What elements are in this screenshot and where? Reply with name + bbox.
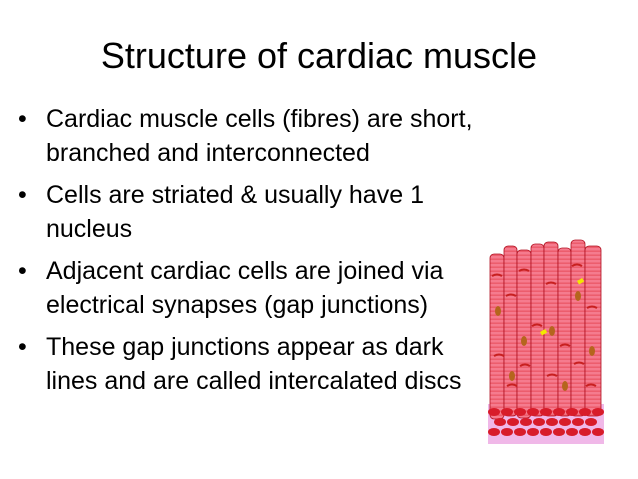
intercalated-disc	[518, 268, 530, 272]
nucleus	[589, 346, 595, 356]
bullet-marker: •	[18, 257, 27, 285]
intercalated-disc	[506, 383, 518, 387]
fiber-cross-section	[494, 418, 506, 426]
fiber-cross-section	[572, 418, 584, 426]
slide-title: Structure of cardiac muscle	[100, 35, 538, 76]
nucleus	[509, 371, 515, 381]
intercalated-disc	[505, 293, 517, 297]
nucleus	[575, 291, 581, 301]
bullet-item: • Cardiac muscle cells (fibres) are shor…	[14, 102, 474, 170]
bullet-item: • These gap junctions appear as dark lin…	[14, 330, 474, 398]
nucleus	[521, 336, 527, 346]
gap-junction	[577, 278, 585, 285]
intercalated-disc	[519, 363, 531, 367]
fiber-cross-section	[507, 418, 519, 426]
muscle-fiber	[489, 253, 505, 420]
muscle-fiber	[516, 249, 532, 419]
fiber-cross-section	[501, 408, 513, 416]
muscle-fiber	[503, 245, 518, 417]
fiber-cross-section	[553, 428, 565, 436]
fiber-cross-section	[488, 428, 500, 436]
fiber-cross-section	[540, 428, 552, 436]
fiber-cross-section	[579, 408, 591, 416]
intercalated-disc	[571, 263, 583, 267]
intercalated-disc	[493, 353, 505, 357]
fiber-cross-section	[527, 408, 539, 416]
muscle-fiber	[584, 245, 602, 417]
cardiac-muscle-illustration-icon	[488, 239, 604, 444]
fiber-cross-section	[553, 408, 565, 416]
fiber-cross-section	[566, 428, 578, 436]
bullet-text: These gap junctions appear as dark lines…	[46, 333, 462, 395]
bullet-marker: •	[18, 105, 27, 133]
nucleus	[562, 381, 568, 391]
bullet-list: • Cardiac muscle cells (fibres) are shor…	[14, 102, 474, 406]
bullet-text: Cells are striated & usually have 1 nucl…	[46, 181, 424, 243]
nucleus	[549, 326, 555, 336]
intercalated-disc	[573, 361, 585, 365]
muscle-fiber	[530, 243, 545, 417]
nucleus	[495, 306, 501, 316]
bullet-marker: •	[18, 333, 27, 361]
intercalated-disc	[491, 273, 503, 277]
bullet-marker: •	[18, 181, 27, 209]
fiber-cross-section	[585, 418, 597, 426]
gap-junction	[540, 329, 548, 336]
fiber-cross-section	[514, 408, 526, 416]
bullet-text: Cardiac muscle cells (fibres) are short,…	[46, 105, 473, 167]
fiber-cross-section	[559, 418, 571, 426]
fiber-cross-section	[488, 408, 500, 416]
fiber-cross-section	[527, 428, 539, 436]
fiber-cross-section	[540, 408, 552, 416]
intercalated-disc	[559, 343, 571, 347]
fiber-cross-section	[579, 428, 591, 436]
bullet-text: Adjacent cardiac cells are joined via el…	[46, 257, 444, 319]
fiber-cross-section	[514, 428, 526, 436]
intercalated-disc	[531, 323, 543, 327]
intercalated-disc	[546, 373, 558, 377]
bullet-item: • Cells are striated & usually have 1 nu…	[14, 178, 474, 246]
fiber-cross-section	[533, 418, 545, 426]
fiber-cross-section	[592, 428, 604, 436]
bullet-item: • Adjacent cardiac cells are joined via …	[14, 254, 474, 322]
fiber-cross-section	[546, 418, 558, 426]
intercalated-disc	[586, 305, 598, 309]
intercalated-disc	[585, 383, 597, 387]
fiber-cross-section	[592, 408, 604, 416]
fiber-cross-section	[501, 428, 513, 436]
intercalated-disc	[545, 281, 557, 285]
fiber-cross-section	[520, 418, 532, 426]
fiber-cross-section	[566, 408, 578, 416]
